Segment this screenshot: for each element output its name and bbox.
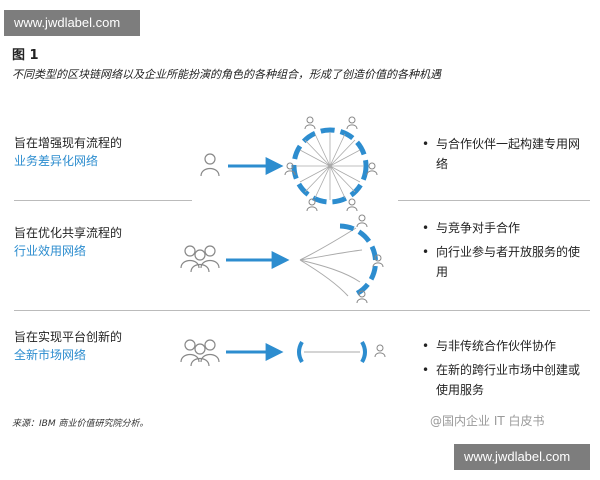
- row-1-bullets: • 与合作伙伴一起构建专用网络: [422, 134, 590, 178]
- row-3-bullet-1-text: 与非传统合作伙伴协作: [436, 339, 557, 353]
- row-1-subtitle: 业务差异化网络: [14, 154, 99, 168]
- bullet-dot: •: [422, 339, 430, 353]
- row-2-bullet-2: • 向行业参与者开放服务的使用: [422, 242, 590, 282]
- row-3-bullet-2-text: 在新的跨行业市场中创建或使用服务: [436, 363, 581, 397]
- source-note: 来源：IBM 商业价值研究院分析。: [12, 419, 149, 429]
- row-2-subtitle: 行业效用网络: [14, 244, 87, 258]
- figure-label: 图 1: [12, 48, 39, 63]
- row-2-bullet-1-text: 与竞争对手合作: [436, 221, 521, 235]
- weibo-mark: @国内企业 IT 白皮书: [430, 414, 545, 428]
- row-2-bullets: • 与竞争对手合作 • 向行业参与者开放服务的使用: [422, 218, 590, 286]
- divider-row-2: [14, 310, 590, 311]
- row-1-bullet-1: • 与合作伙伴一起构建专用网络: [422, 134, 590, 174]
- row-1-title: 旨在增强现有流程的 业务差异化网络: [14, 134, 122, 170]
- bullet-dot: •: [422, 245, 430, 259]
- new-partner-icon: [374, 344, 386, 358]
- group-icon: [181, 246, 219, 272]
- row-3-bullets: • 与非传统合作伙伴协作 • 在新的跨行业市场中创建或使用服务: [422, 336, 590, 404]
- row-3-bullet-1: • 与非传统合作伙伴协作: [422, 336, 590, 356]
- market-bracket-icon: [297, 340, 367, 364]
- group-icon: [181, 340, 219, 366]
- divider-row-1-right: [398, 200, 590, 201]
- row-2-bullet-1: • 与竞争对手合作: [422, 218, 590, 238]
- bullet-dot: •: [422, 137, 430, 151]
- figure-caption: 不同类型的区块链网络以及企业所能扮演的角色的各种组合，形成了创造价值的各种机遇: [12, 68, 441, 81]
- row-3-title: 旨在实现平台创新的 全新市场网络: [14, 328, 122, 364]
- watermark-bottom: www.jwdlabel.com: [454, 444, 590, 470]
- network-ring-icon: [291, 127, 369, 205]
- watermark-top: www.jwdlabel.com: [4, 10, 140, 36]
- bullet-dot: •: [422, 221, 430, 235]
- person-icon: [200, 153, 220, 177]
- row-3-bullet-2: • 在新的跨行业市场中创建或使用服务: [422, 360, 590, 400]
- row-2-title: 旨在优化共享流程的 行业效用网络: [14, 224, 122, 260]
- row-3-subtitle: 全新市场网络: [14, 348, 87, 362]
- divider-row-1-left: [14, 200, 192, 201]
- row-3-title-line: 旨在实现平台创新的: [14, 330, 123, 344]
- row-2-title-line: 旨在优化共享流程的: [14, 226, 123, 240]
- open-network-icon: [299, 223, 378, 297]
- row-1-bullet-1-text: 与合作伙伴一起构建专用网络: [436, 137, 581, 171]
- bullet-dot: •: [422, 363, 430, 377]
- row-1-title-line: 旨在增强现有流程的: [14, 136, 123, 150]
- row-2-bullet-2-text: 向行业参与者开放服务的使用: [436, 245, 581, 279]
